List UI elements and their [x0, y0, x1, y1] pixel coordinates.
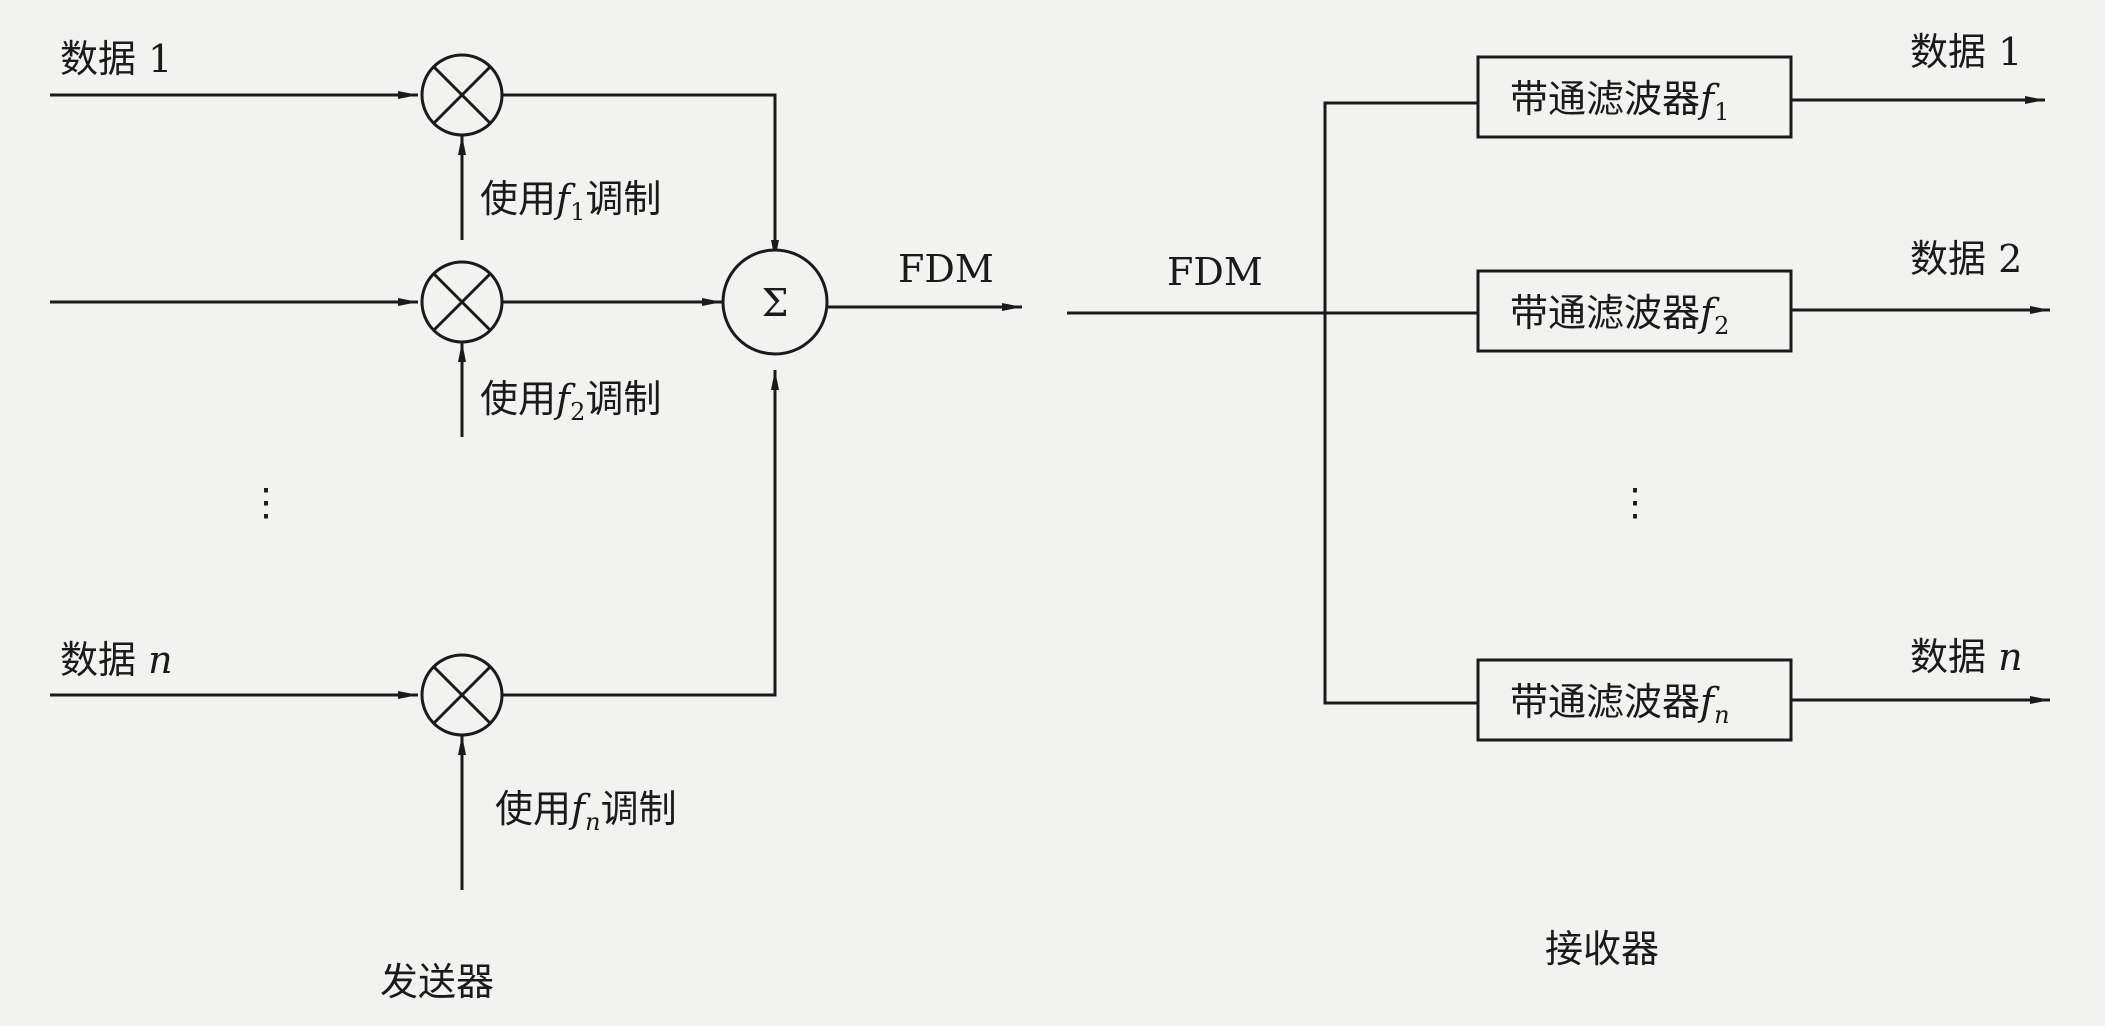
svg-text:带通滤波器f2: 带通滤波器f2 — [1510, 291, 1729, 340]
fdm-output-label: FDM — [898, 247, 994, 291]
receiver: FDM 带通滤波器f1 带通滤波器f2 带通滤波器fn 数据 1 数据 2 数据… — [1067, 30, 2050, 971]
mod-out-n — [502, 370, 779, 697]
filter-n: 带通滤波器fn — [1476, 658, 1793, 742]
output-label-n: 数据 n — [1910, 635, 2023, 679]
input-label-1: 数据 1 — [60, 37, 172, 81]
output-label-1: 数据 1 — [1910, 30, 2022, 74]
modulator-2 — [420, 260, 504, 344]
summer: Σ — [721, 248, 829, 356]
output-label-2: 数据 2 — [1910, 237, 2022, 281]
transmitter: 数据 1 数据 n 使用f1调制 使用f2调制 使用fn调制 ⋮ — [50, 37, 1022, 1004]
modulator-1 — [420, 53, 504, 137]
svg-text:带通滤波器f1: 带通滤波器f1 — [1510, 77, 1729, 126]
fdm-input-label: FDM — [1167, 250, 1263, 294]
receiver-label: 接收器 — [1545, 927, 1659, 971]
filter-1: 带通滤波器f1 — [1476, 55, 1793, 139]
transmitter-label: 发送器 — [380, 960, 494, 1004]
transmitter-ellipsis: ⋮ — [247, 480, 285, 524]
input-label-n: 数据 n — [60, 638, 173, 682]
modulation-label-n: 使用fn调制 — [495, 787, 677, 836]
sum-symbol: Σ — [762, 281, 789, 325]
receiver-bus — [1323, 101, 1478, 705]
filter-2: 带通滤波器f2 — [1476, 269, 1793, 353]
svg-text:带通滤波器fn: 带通滤波器fn — [1510, 680, 1730, 729]
receiver-ellipsis: ⋮ — [1616, 480, 1654, 524]
modulation-label-1: 使用f1调制 — [480, 177, 661, 226]
modulation-label-2: 使用f2调制 — [480, 377, 661, 426]
modulator-n — [420, 653, 504, 737]
mod-out-1 — [502, 93, 779, 260]
